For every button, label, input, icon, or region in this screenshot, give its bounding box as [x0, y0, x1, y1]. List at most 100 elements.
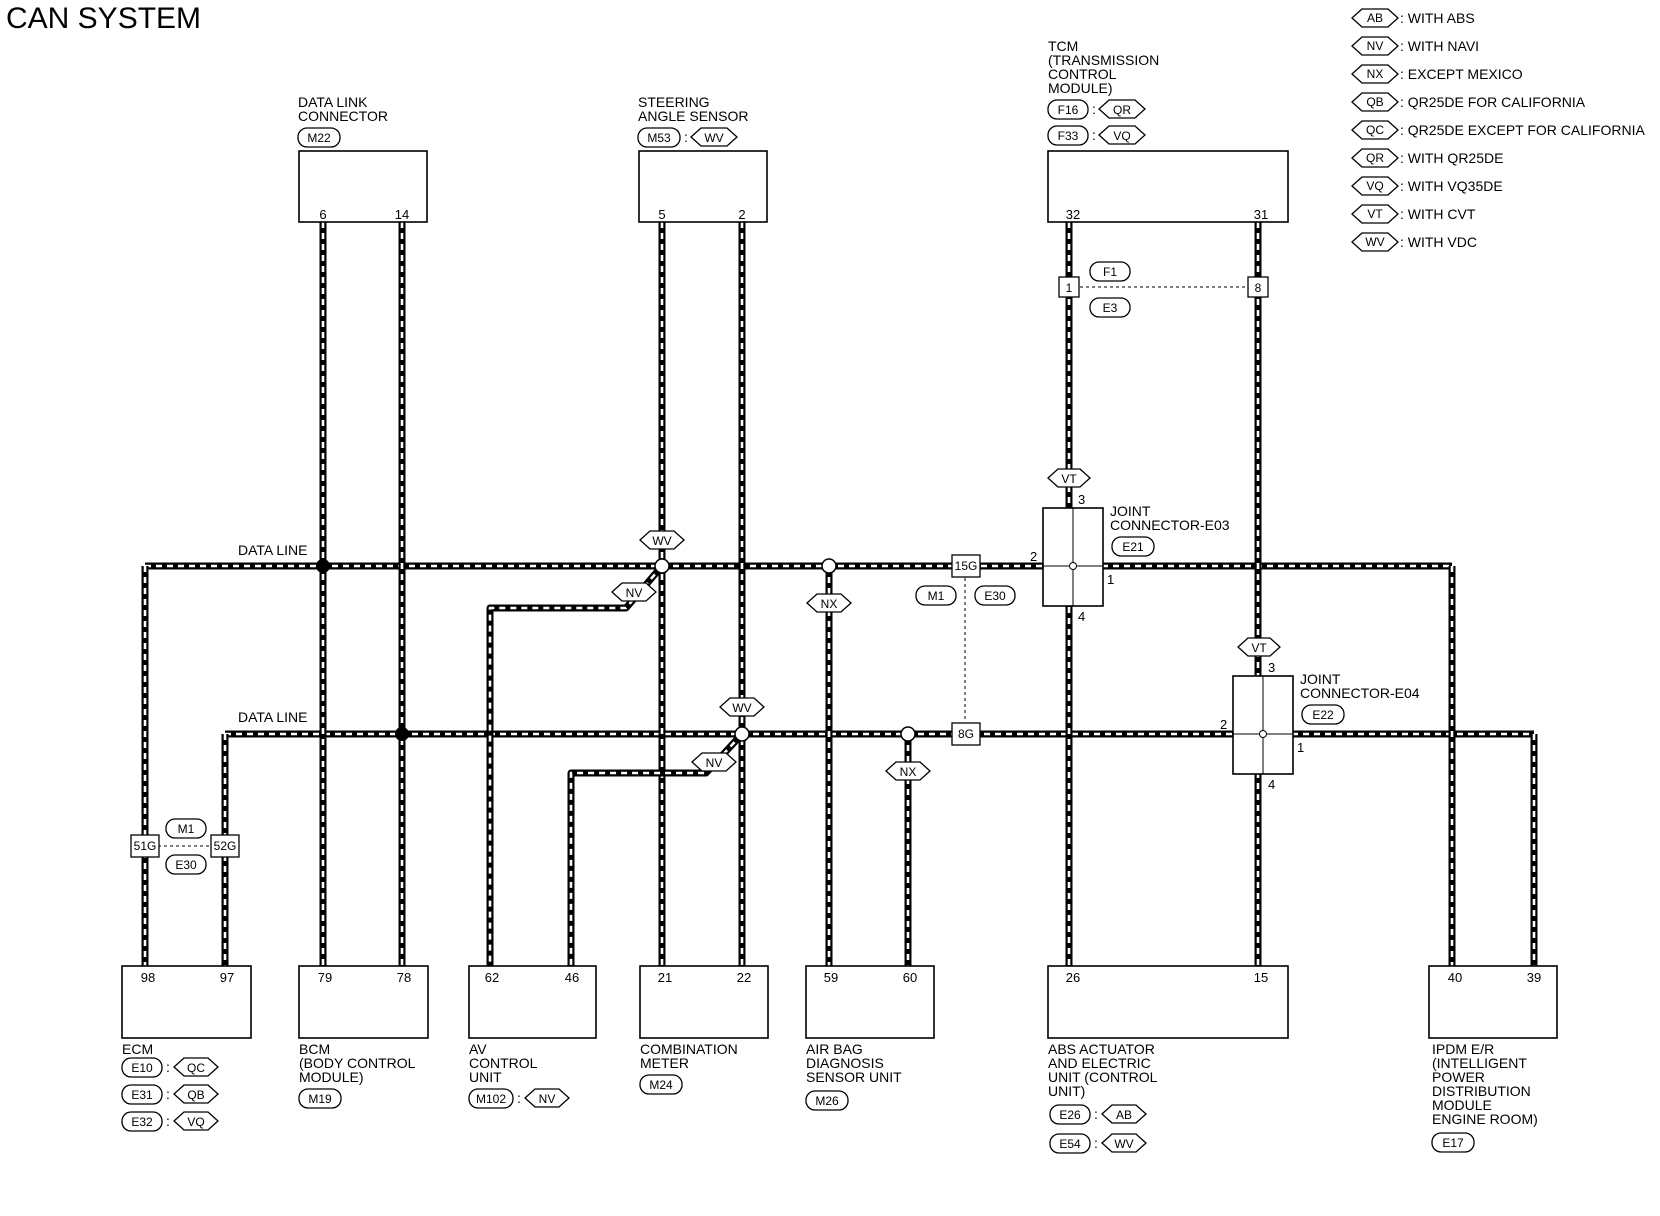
- condition-hex-icon: [1351, 204, 1399, 224]
- svg-text:79: 79: [318, 970, 332, 985]
- svg-text::: :: [1094, 1135, 1098, 1151]
- svg-text:E32: E32: [131, 1115, 153, 1129]
- tcm: TCM (TRANSMISSION CONTROL MODULE) F16 : …: [1047, 38, 1289, 223]
- svg-text:4: 4: [1268, 777, 1275, 792]
- svg-text:F16: F16: [1058, 103, 1079, 117]
- connector-pill: [1089, 261, 1131, 282]
- condition-hex-icon: [524, 1088, 570, 1108]
- connector-pin-box: [1247, 276, 1269, 298]
- svg-text:22: 22: [737, 970, 751, 985]
- condition-hex-icon: [1101, 1133, 1147, 1153]
- svg-text:: WITH ABS: : WITH ABS: [1400, 10, 1475, 26]
- svg-text:2: 2: [1220, 717, 1227, 732]
- splice-open-dot: [654, 558, 670, 574]
- condition-hex-icon: [639, 530, 685, 550]
- component-box: [1047, 150, 1289, 223]
- svg-text:39: 39: [1527, 970, 1541, 985]
- svg-text:6: 6: [319, 207, 326, 222]
- connector-pill: [1047, 99, 1089, 120]
- svg-text:2: 2: [1030, 549, 1037, 564]
- splice-open-dot: [900, 726, 916, 742]
- air-bag-diagnosis-sensor-unit: 59 60 AIR BAG DIAGNOSIS SENSOR UNIT M26: [805, 965, 935, 1111]
- svg-text::: :: [166, 1086, 170, 1102]
- legend-item: QR : WITH QR25DE: [1351, 148, 1503, 168]
- svg-text:E26: E26: [1059, 1108, 1081, 1122]
- svg-text:MODULE: MODULE: [1432, 1097, 1492, 1113]
- svg-text:UNIT): UNIT): [1048, 1083, 1085, 1099]
- svg-text:5: 5: [658, 207, 665, 222]
- svg-text:VT: VT: [1367, 207, 1383, 221]
- svg-text:E54: E54: [1059, 1137, 1081, 1151]
- svg-text:(INTELLIGENT: (INTELLIGENT: [1432, 1055, 1527, 1071]
- svg-text:3: 3: [1268, 660, 1275, 675]
- svg-text:60: 60: [903, 970, 917, 985]
- legend-item: WV : WITH VDC: [1351, 232, 1477, 252]
- svg-text:31: 31: [1254, 207, 1268, 222]
- connector-pill: [165, 854, 207, 875]
- svg-text::: :: [684, 129, 688, 145]
- svg-text:DATA LINK: DATA LINK: [298, 94, 368, 110]
- svg-text:VQ: VQ: [1366, 179, 1383, 193]
- connector-pill: [121, 1057, 163, 1078]
- svg-text:8: 8: [1255, 281, 1262, 295]
- connector-pill: [915, 585, 957, 606]
- condition-hex-icon: [1351, 8, 1399, 28]
- svg-text:AB: AB: [1367, 11, 1383, 25]
- component-box: [638, 150, 768, 223]
- svg-text:ANGLE SENSOR: ANGLE SENSOR: [638, 108, 748, 124]
- svg-text::: :: [517, 1090, 521, 1106]
- connector-pin-box: [130, 834, 160, 858]
- svg-text:TCM: TCM: [1048, 38, 1078, 54]
- component-box: [805, 965, 935, 1039]
- legend-item: QC : QR25DE EXCEPT FOR CALIFORNIA: [1351, 120, 1645, 140]
- svg-text:M22: M22: [307, 131, 331, 145]
- connector-pill: [1111, 536, 1155, 557]
- svg-text:DIAGNOSIS: DIAGNOSIS: [806, 1055, 884, 1071]
- svg-text:E22: E22: [1312, 708, 1334, 722]
- component-box: [639, 965, 769, 1039]
- svg-text:15: 15: [1254, 970, 1268, 985]
- splice-dot: [395, 727, 409, 741]
- steering-angle-sensor: STEERING ANGLE SENSOR M53 : WV 5 2: [637, 94, 768, 223]
- svg-text:14: 14: [395, 207, 409, 222]
- svg-text:F1: F1: [1103, 265, 1117, 279]
- svg-text:QB: QB: [1366, 95, 1383, 109]
- condition-hex-icon: [1098, 125, 1146, 145]
- svg-text:NX: NX: [1367, 67, 1384, 81]
- component-box: [468, 965, 597, 1039]
- connector-pill: [165, 818, 207, 839]
- svg-text:VQ: VQ: [187, 1115, 204, 1129]
- svg-text:UNIT (CONTROL: UNIT (CONTROL: [1048, 1069, 1158, 1085]
- svg-text:59: 59: [824, 970, 838, 985]
- wire-condition-nx-upper: NX: [806, 593, 852, 613]
- svg-text:: WITH VDC: : WITH VDC: [1400, 234, 1477, 250]
- condition-hex-icon: [1351, 148, 1399, 168]
- svg-text:QB: QB: [187, 1088, 204, 1102]
- condition-hex-icon: [1351, 120, 1399, 140]
- svg-text:QC: QC: [187, 1061, 205, 1075]
- svg-text:26: 26: [1066, 970, 1080, 985]
- svg-text:NX: NX: [900, 765, 917, 779]
- svg-text:1: 1: [1066, 281, 1073, 295]
- data-line-label: DATA LINE: [238, 542, 308, 558]
- condition-hex-icon: [1351, 176, 1399, 196]
- svg-text:46: 46: [565, 970, 579, 985]
- svg-text:NV: NV: [626, 586, 643, 600]
- wire-condition-nv-av: NV: [611, 582, 657, 602]
- combination-meter: 21 22 COMBINATION METER M24: [639, 965, 769, 1095]
- joint-connector-e04: VT 3 2 1 4 JOINT CONNECTOR-E04 E22: [1220, 637, 1420, 792]
- svg-text:: WITH VQ35DE: : WITH VQ35DE: [1400, 178, 1503, 194]
- svg-text:CONTROL: CONTROL: [1048, 66, 1117, 82]
- legend-item: VQ : WITH VQ35DE: [1351, 176, 1503, 196]
- svg-text:: WITH CVT: : WITH CVT: [1400, 206, 1476, 222]
- svg-text:52G: 52G: [214, 839, 237, 853]
- abs-actuator-and-electric-unit: 26 15 ABS ACTUATOR AND ELECTRIC UNIT (CO…: [1047, 965, 1289, 1154]
- svg-text:WV: WV: [1365, 235, 1384, 249]
- svg-text:1: 1: [1297, 740, 1304, 755]
- component-box: [298, 965, 429, 1039]
- svg-text:NV: NV: [1367, 39, 1384, 53]
- legend: AB : WITH ABS NV : WITH NAVI NX : EXCEPT…: [1351, 8, 1645, 252]
- svg-text:MODULE): MODULE): [1048, 80, 1113, 96]
- connector-pin-box: [951, 722, 981, 746]
